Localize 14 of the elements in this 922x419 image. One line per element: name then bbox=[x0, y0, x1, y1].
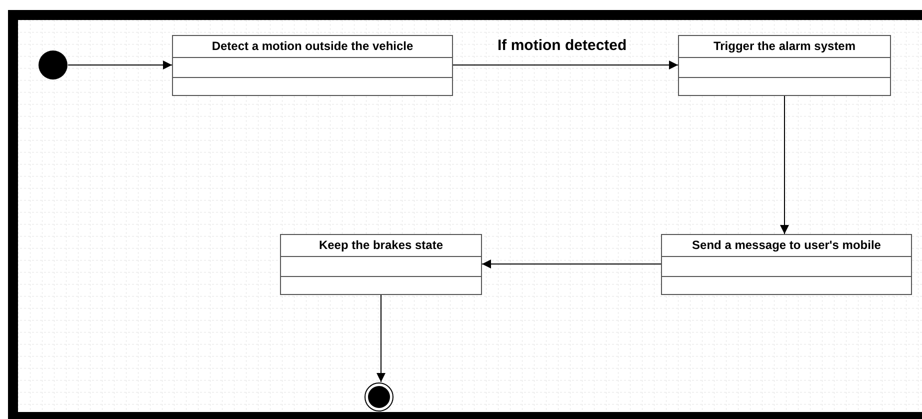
edge-label: If motion detected bbox=[496, 37, 629, 54]
state-name: Detect a motion outside the vehicle bbox=[173, 36, 452, 58]
state-box bbox=[661, 234, 912, 295]
state-box bbox=[172, 35, 453, 96]
transition-arrow bbox=[68, 60, 172, 70]
state-name: Trigger the alarm system bbox=[679, 36, 890, 58]
state-name: Keep the brakes state bbox=[281, 235, 481, 257]
transition-arrow bbox=[376, 294, 386, 382]
state-name: Send a message to user's mobile bbox=[662, 235, 911, 257]
transition-arrow bbox=[780, 96, 789, 234]
state-box bbox=[280, 234, 482, 295]
transition-arrow bbox=[452, 60, 678, 70]
state-box bbox=[678, 35, 891, 96]
transition-arrow bbox=[482, 260, 662, 268]
